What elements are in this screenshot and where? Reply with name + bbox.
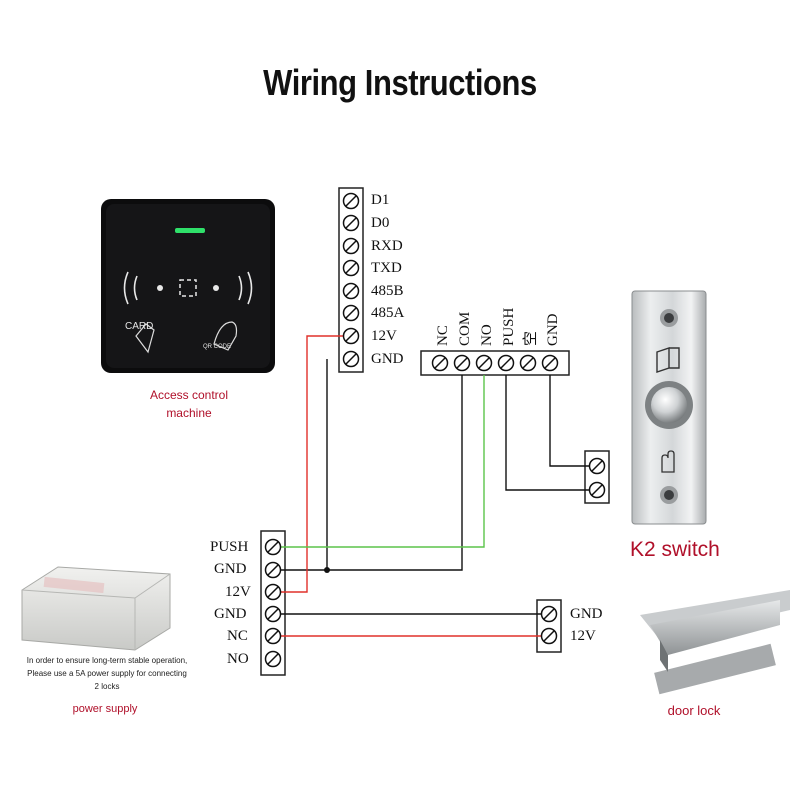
ps-terminal-no: NO: [227, 651, 249, 667]
reader-terminal-12v: 12V: [371, 328, 397, 344]
wire-com: [327, 375, 463, 571]
reader-screw-icon: [342, 304, 360, 322]
relay-screw-icon: [519, 354, 537, 372]
reader-terminal-d1: D1: [371, 192, 390, 208]
ps-screw-icon: [264, 561, 282, 579]
reader-caption: Access control machine: [139, 386, 239, 422]
switch-screw-icon: [588, 481, 606, 499]
access-control-reader: [101, 199, 275, 373]
reader-screw-icon: [342, 237, 360, 255]
reader-screw-icon: [342, 259, 360, 277]
ps-screw-icon: [264, 538, 282, 556]
reader-terminal-rxd: RXD: [371, 238, 403, 254]
reader-terminal-d0: D0: [371, 215, 390, 231]
k2-exit-switch: [631, 290, 707, 525]
door-icon: [656, 347, 680, 373]
lock-screw-icon: [540, 605, 558, 623]
reader-card-text: CARD: [125, 321, 154, 332]
lock-screw-icon: [540, 627, 558, 645]
wire-reader-12v: [275, 335, 351, 593]
wire-switch-gnd: [549, 375, 597, 467]
relay-terminal-gnd: GND: [545, 313, 561, 347]
reader-screw-icon: [342, 214, 360, 232]
ps-screw-icon: [264, 605, 282, 623]
press-hand-icon: [661, 450, 675, 473]
reader-terminal-txd: TXD: [371, 260, 402, 276]
ps-screw-icon: [264, 627, 282, 645]
reader-screw-icon: [342, 350, 360, 368]
qr-hand-icon: [213, 321, 238, 351]
wires: [275, 335, 597, 637]
relay-terminal-push: PUSH: [501, 307, 517, 346]
relay-screw-icon: [497, 354, 515, 372]
power-supply-note: In order to ensure long-term stable oper…: [26, 656, 188, 691]
reader-terminal-485b: 485B: [371, 283, 404, 299]
reader-qr-text: QR CODE: [203, 344, 232, 350]
relay-screw-icon: [541, 354, 559, 372]
power-supply-box: [21, 566, 171, 651]
reader-terminal-485a: 485A: [371, 305, 405, 321]
card-hand-icon: [135, 323, 155, 354]
relay-screw-icon: [453, 354, 471, 372]
status-led-icon: [175, 228, 205, 233]
ps-terminal-push: PUSH: [210, 539, 249, 555]
wire-junction: [324, 567, 330, 573]
relay-terminal-no: NO: [479, 324, 495, 346]
wire-switch-push: [505, 375, 597, 491]
relay-screw-icon: [431, 354, 449, 372]
door-lock-caption: door lock: [667, 703, 721, 718]
relay-screw-icon: [475, 354, 493, 372]
relay-terminal-nc: NC: [435, 325, 451, 346]
ps-terminal-gnd2: GND: [214, 606, 247, 622]
qr-scanner-icon: [179, 279, 197, 297]
door-lock: [640, 590, 790, 695]
ps-terminal-nc: NC: [227, 628, 248, 644]
ps-screw-icon: [264, 583, 282, 601]
exit-button-icon: [651, 387, 687, 423]
page-title: Wiring Instructions: [263, 62, 537, 103]
ps-screw-icon: [264, 650, 282, 668]
power-supply-caption: power supply: [72, 703, 138, 715]
relay-terminal-com: COM: [457, 311, 473, 346]
lock-terminal-gnd: GND: [570, 606, 603, 622]
reader-screw-icon: [342, 192, 360, 210]
lock-terminal-12v: 12V: [570, 628, 596, 644]
reader-screw-icon: [342, 327, 360, 345]
ps-terminal-gnd: GND: [214, 561, 247, 577]
switch-caption: K2 switch: [630, 538, 720, 561]
switch-screw-icon: [588, 457, 606, 475]
wire-push: [275, 375, 485, 548]
relay-terminal-empty: 空: [523, 330, 539, 346]
reader-screw-icon: [342, 282, 360, 300]
reader-caption-line1: Access control: [149, 388, 229, 402]
reader-caption-line2: machine: [166, 406, 212, 420]
ps-terminal-12v: 12V: [225, 584, 251, 600]
reader-terminal-gnd: GND: [371, 351, 404, 367]
